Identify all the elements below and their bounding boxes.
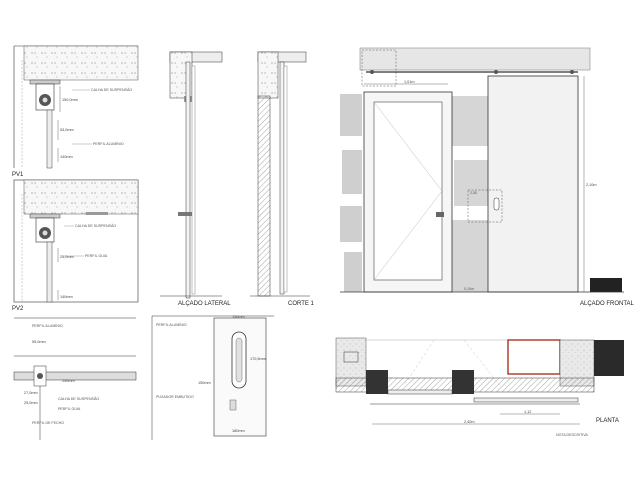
frontal-handle-detail-box: [467, 189, 503, 223]
frontal-glass-diag-1: [373, 101, 443, 192]
frontal-roller-1: [370, 70, 374, 74]
detail-note-1: PERFIL ALUMÍNIO: [32, 324, 63, 328]
pv2-dim-c: 140mm: [60, 295, 73, 299]
corte-door-profile: [279, 61, 285, 295]
detail-dim-d: 25,0mm: [24, 401, 38, 405]
view-alcado-lateral: ALÇADO LATERAL: [160, 51, 231, 307]
view-track-detail: 55,0mm 140mm 27,0mm 25,0mm PERFIL ALUMÍN…: [13, 317, 137, 440]
frontal-ceiling: [359, 47, 591, 71]
pv2-dim-b: 25,0mm: [60, 255, 74, 259]
detail-note-3: PERFIL GUIA: [58, 407, 81, 411]
pv1-ceiling-slab: [23, 45, 139, 81]
pv2-rail-mark: [86, 212, 108, 215]
frontal-recessed-pull: [493, 197, 500, 211]
detail-note-2: CALHA DE SUSPENSÃO: [58, 396, 99, 401]
view-planta: 1,12 2,40m PLANTA NOTA DESCRITIVA: [335, 337, 624, 437]
frontal-stone-2: [342, 150, 362, 194]
lateral-guide: [191, 65, 196, 295]
plan-dim-w1: 1,12: [524, 410, 531, 414]
plan-dim-w2: 2,40m: [464, 420, 475, 424]
plan-note: NOTA DESCRITIVA: [556, 433, 588, 437]
pv1-label: PV1: [12, 172, 24, 178]
corte-label: CORTE 1: [288, 301, 315, 307]
frontal-roller-2: [494, 70, 498, 74]
pv1-note-2: PERFIL ALUMÍNIO: [93, 142, 124, 146]
frontal-stone-7: [452, 220, 488, 292]
frontal-dim-h: 2,10m: [586, 183, 597, 187]
plan-jamb-right: [452, 370, 474, 394]
frontal-roller-3: [570, 70, 574, 74]
detail-dim-b: 140mm: [62, 379, 75, 383]
pv1-dim-b: 53,0mm: [60, 128, 74, 132]
frontal-stone-3: [340, 206, 362, 242]
frontal-label: ALÇADO FRONTAL: [580, 301, 635, 307]
frontal-glass-panel: [373, 101, 443, 281]
pv2-track: [29, 213, 61, 219]
handle-dim-a: 150mm: [232, 315, 245, 319]
frontal-dim-small: 2,50: [470, 191, 477, 195]
view-handle-detail: 150mm 170,5mm 150mm 180mm PERFIL ALUMÍNI…: [151, 315, 274, 440]
frontal-dim-floor: 0,10m: [464, 287, 474, 291]
handle-pull: [235, 337, 243, 383]
plan-wall-opening: [343, 351, 359, 363]
detail-track-profile: [13, 371, 137, 381]
frontal-dim-w1: 1,01m: [404, 80, 415, 84]
plan-dark-block: [594, 340, 624, 376]
handle-lock: [229, 399, 237, 411]
pv2-door-leaf: [46, 241, 53, 303]
plan-sliding-leaf: [473, 397, 579, 403]
frontal-stone-6: [454, 160, 488, 206]
pv1-track: [29, 79, 61, 85]
detail-note-4: PERFIL DE FECHO: [32, 421, 64, 425]
view-alcado-frontal: 1,01m 2,01m 2,50 2,10m 0,10m ALÇADO FRON…: [340, 47, 635, 307]
frontal-stone-5: [452, 96, 488, 146]
frontal-fixed-handle: [436, 212, 444, 217]
pv1-note-1: CALHA DE SUSPENSÃO: [91, 87, 132, 92]
handle-dim-c: 150mm: [198, 381, 211, 385]
pv2-note-1: CALHA DE SUSPENSÃO: [75, 223, 116, 228]
handle-dim-b: 170,5mm: [250, 357, 266, 361]
pv2-roller-axle: [42, 230, 48, 236]
view-pv2: 25,0mm 140mm CALHA DE SUSPENSÃO PERFIL G…: [12, 179, 139, 312]
corte-ceiling-block: [257, 51, 279, 99]
frontal-stone-1: [340, 94, 362, 136]
corte-guide: [283, 65, 288, 293]
pv2-ceiling-slab: [23, 179, 139, 215]
detail-roller: [37, 373, 43, 379]
pv1-dim-c: 140mm: [60, 155, 73, 159]
pv1-roller-axle: [42, 97, 48, 103]
plan-label: PLANTA: [596, 418, 619, 424]
plan-jamb-left: [366, 370, 388, 394]
plan-red-element: [507, 339, 561, 375]
pv2-note-2: PERFIL GUIA: [85, 254, 108, 258]
pv2-label: PV2: [12, 306, 24, 312]
view-pv1: 150,0mm 53,0mm 140mm CALHA DE SUSPENSÃO …: [12, 45, 139, 178]
pv1-door-leaf: [46, 109, 53, 169]
detail-dim-a: 55,0mm: [32, 340, 46, 344]
handle-dim-d: 180mm: [232, 429, 245, 433]
frontal-sliding-leaf: [487, 75, 579, 293]
frontal-stone-4: [344, 252, 362, 292]
frontal-glass-diag-2: [373, 190, 443, 281]
frontal-adjacent-block: [590, 278, 622, 292]
lateral-door-profile: [185, 61, 191, 299]
pv1-dim-a: 150,0mm: [62, 98, 78, 102]
handle-note-1: PERFIL ALUMÍNIO: [156, 323, 187, 327]
corte-wall-section: [257, 95, 271, 297]
view-corte: CORTE 1: [250, 51, 315, 307]
plan-fixed-leaf: [387, 389, 453, 395]
handle-note-2: PUXADOR EMBUTIDO: [156, 395, 194, 399]
detail-dim-c: 27,0mm: [24, 391, 38, 395]
lateral-handle: [178, 212, 192, 216]
lateral-label: ALÇADO LATERAL: [178, 301, 231, 307]
